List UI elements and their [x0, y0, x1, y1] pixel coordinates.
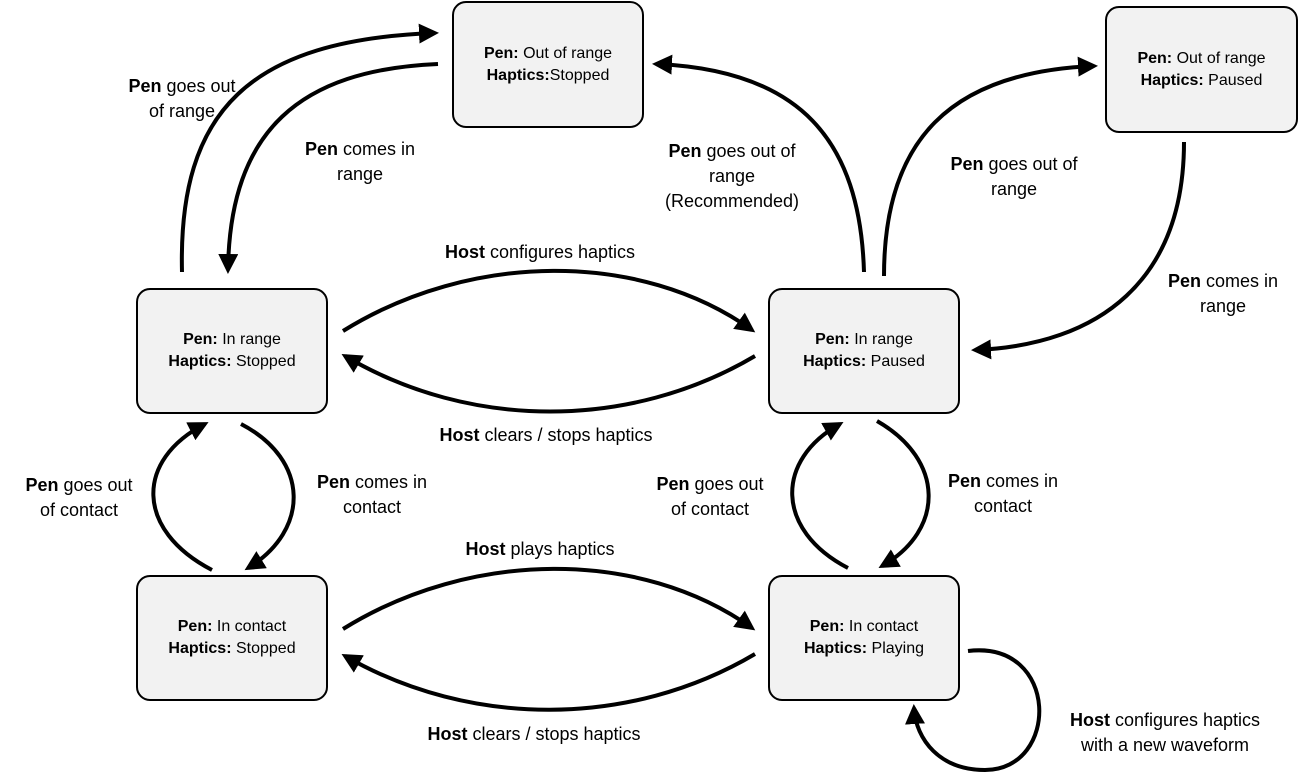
label-left-pen-comes-in-contact: Pen comes in contact	[316, 472, 428, 517]
state-out-of-range-paused: Pen: Out of range Haptics: Paused	[1105, 6, 1298, 133]
arrow-pen-out-of-range-right	[882, 56, 1098, 277]
arrow-host-clears-top	[341, 353, 757, 414]
arrow-pen-in-range-left	[218, 62, 439, 274]
haptics-value: Paused	[1208, 71, 1263, 89]
label-host-plays-haptics: Host plays haptics	[465, 539, 615, 559]
haptics-value: Stopped	[235, 353, 296, 370]
pen-value: In range	[854, 331, 913, 348]
haptics-value: Stopped	[549, 66, 610, 84]
state-in-range-paused: Pen: In range Haptics: Paused	[768, 288, 960, 414]
label-pen-comes-in-range-left: Pen comes in range	[304, 139, 416, 184]
state-out-of-range-stopped: Pen: Out of range Haptics:Stopped	[452, 1, 644, 128]
haptics-key: Haptics:	[486, 66, 550, 84]
haptics-value: Stopped	[235, 640, 296, 657]
label-pen-goes-out-of-range-left: Pen goes out of range	[128, 76, 236, 121]
label-left-pen-goes-out-of-contact: Pen goes out of contact	[25, 475, 133, 520]
pen-key: Pen:	[483, 44, 519, 62]
arrow-pen-out-of-range-recommended	[652, 54, 866, 273]
haptics-key: Haptics:	[168, 640, 232, 657]
arrow-pen-out-of-range-left	[179, 23, 439, 273]
label-pen-goes-out-of-range-right: Pen goes out of range	[950, 154, 1078, 199]
haptics-value: Playing	[871, 640, 925, 657]
pen-key: Pen:	[1137, 49, 1173, 67]
label-host-clears-stops-bottom: Host clears / stops haptics	[427, 724, 641, 744]
pen-value: In contact	[216, 618, 287, 635]
pen-key: Pen:	[809, 618, 845, 635]
haptics-key: Haptics:	[1140, 71, 1204, 89]
pen-value: In contact	[848, 618, 919, 635]
arrow-host-clears-bottom	[341, 652, 757, 712]
label-host-configures-haptics: Host configures haptics	[444, 242, 636, 262]
haptics-key: Haptics:	[168, 353, 232, 370]
state-in-contact-playing: Pen: In contact Haptics: Playing	[768, 575, 960, 701]
state-in-range-stopped: Pen: In range Haptics: Stopped	[136, 288, 328, 414]
label-right-pen-comes-in-contact: Pen comes in contact	[947, 471, 1059, 516]
arrow-pen-in-range-right	[971, 141, 1186, 360]
pen-key: Pen:	[183, 331, 218, 348]
haptics-value: Paused	[870, 353, 925, 370]
pen-value: In range	[222, 331, 281, 348]
label-host-new-waveform: Host configures haptics with a new wavef…	[1069, 710, 1261, 755]
arrow-host-configures-haptics	[341, 268, 756, 333]
pen-key: Pen:	[815, 331, 850, 348]
haptics-key: Haptics:	[803, 353, 867, 370]
arrow-right-out-of-contact	[790, 422, 849, 570]
arrow-right-in-contact	[876, 419, 931, 568]
arrow-left-in-contact	[240, 422, 296, 571]
pen-value: Out of range	[523, 44, 613, 62]
pen-value: Out of range	[1176, 49, 1266, 67]
state-in-contact-stopped: Pen: In contact Haptics: Stopped	[136, 575, 328, 701]
label-host-clears-stops-top: Host clears / stops haptics	[439, 425, 653, 445]
arrow-host-new-waveform-loop	[905, 648, 1042, 773]
arrow-host-plays-haptics	[341, 566, 756, 631]
arrow-left-out-of-contact	[151, 422, 213, 572]
pen-key: Pen:	[177, 618, 213, 635]
label-right-pen-goes-out-of-contact: Pen goes out of contact	[656, 474, 764, 519]
haptics-key: Haptics:	[803, 640, 868, 657]
label-pen-goes-out-of-range-recommended: Pen goes out of range (Recommended)	[664, 141, 800, 211]
label-pen-comes-in-range-right: Pen comes in range	[1167, 271, 1279, 316]
